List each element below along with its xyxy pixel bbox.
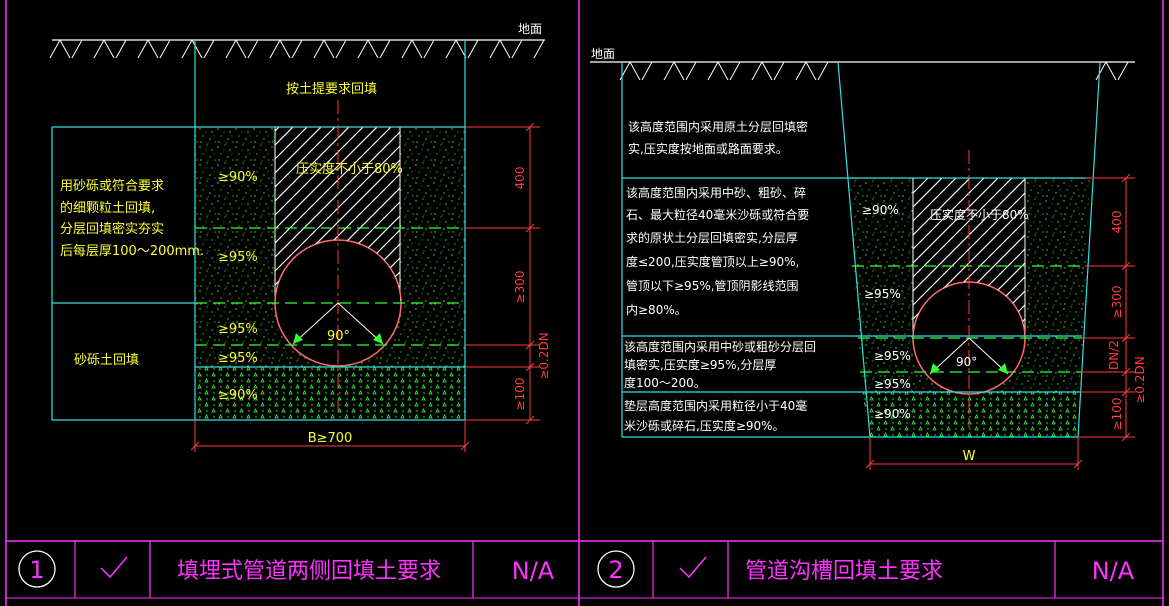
left-gravel-bed <box>195 367 465 420</box>
right-compaction-95-mid: ≥95% <box>864 287 901 301</box>
right-note-4: 垫层高度范围内采用粒径小于40毫 米沙砾或碎石,压实度≥90%。 <box>624 398 811 433</box>
left-ground-label: 地面 <box>518 22 542 36</box>
left-dim-100: ≥100 <box>513 378 527 411</box>
left-title: 填埋式管道两侧回填土要求 <box>177 559 441 584</box>
left-compaction-95-low2: ≥95% <box>218 351 258 366</box>
right-outline <box>621 61 1101 438</box>
right-ground <box>590 61 1135 81</box>
left-angle-label: 90° <box>327 329 350 344</box>
right-number: 2 <box>608 556 623 584</box>
left-dim-400: 400 <box>513 167 527 190</box>
right-compaction-center: 压实度不小于80% <box>930 207 1029 222</box>
right-scale: N/A <box>1092 557 1135 585</box>
right-compaction-95-low2: ≥95% <box>874 377 911 391</box>
left-top-note: 按土提要求回填 <box>286 81 377 97</box>
right-title: 管道沟槽回填土要求 <box>745 559 943 584</box>
left-dim-02dn: ≥0.2DN <box>537 332 551 379</box>
left-ground <box>49 39 545 59</box>
drawing-frame <box>5 0 1164 606</box>
right-check-icon <box>679 556 707 579</box>
right-dim-300: ≥300 <box>1110 286 1124 319</box>
left-compaction-90-top: ≥90% <box>218 170 258 185</box>
right-arrow-right <box>998 363 1008 374</box>
right-compaction-90-bed: ≥90% <box>874 407 911 421</box>
left-side-note: 用砂砾或符合要求 的细颗粒土回填, 分层回填密实夯实 后每层厚100～200mm… <box>60 178 204 259</box>
left-layer-lines <box>195 227 465 346</box>
right-diagram: 地面 90° 该高度范围内采用 <box>590 47 1147 470</box>
left-compaction-95-mid: ≥95% <box>218 250 258 265</box>
left-arrow-left <box>293 333 303 344</box>
right-layer-lines <box>852 265 1085 373</box>
left-compaction-center: 压实度不小于80% <box>296 161 403 177</box>
right-arrow-left <box>930 363 940 374</box>
title-block: 1 填埋式管道两侧回填土要求 N/A 2 管道沟槽回填土要求 N/A <box>18 541 1135 598</box>
right-note-1: 该高度范围内采用原土分层回填密 实,压实度按地面或路面要求。 <box>628 119 812 156</box>
left-compaction-95-low1: ≥95% <box>218 322 258 337</box>
left-diagram: 地面 90° <box>49 22 551 452</box>
left-arrow-right <box>373 333 383 344</box>
right-dimensions <box>865 173 1135 470</box>
left-compaction-90-bed: ≥90% <box>218 388 258 403</box>
left-lower-note: 砂砾土回填 <box>74 353 139 368</box>
right-angle-label: 90° <box>956 355 977 369</box>
right-note-3: 该高度范围内采用中砂或粗砂分层回 填密实,压实度≥95%,分层厚 度100～20… <box>624 339 820 390</box>
right-note-2: 该高度范围内采用中砂、粗砂、碎 石、最大粒径40毫米沙砾或符合要 求的原状土分层… <box>626 185 813 317</box>
right-compaction-90-top: ≥90% <box>862 203 899 217</box>
left-number: 1 <box>29 556 44 584</box>
right-ground-label: 地面 <box>591 47 615 61</box>
right-compaction-95-low1: ≥95% <box>874 349 911 363</box>
left-scale: N/A <box>512 557 555 585</box>
left-angle-lines <box>292 302 384 345</box>
right-dim-400: 400 <box>1110 211 1124 234</box>
right-dim-dn2: DN/2 <box>1107 340 1121 370</box>
right-dim-02dn: ≥0.2DN <box>1133 356 1147 403</box>
left-width-label: B≥700 <box>308 431 353 446</box>
left-dim-300: ≥300 <box>513 271 527 304</box>
right-dim-100: ≥100 <box>1110 398 1124 431</box>
right-gravel-bed <box>862 392 1080 437</box>
left-check-icon <box>100 556 128 579</box>
right-width-label: W <box>963 449 976 464</box>
left-dimensions <box>190 122 540 452</box>
left-outline <box>51 40 466 421</box>
